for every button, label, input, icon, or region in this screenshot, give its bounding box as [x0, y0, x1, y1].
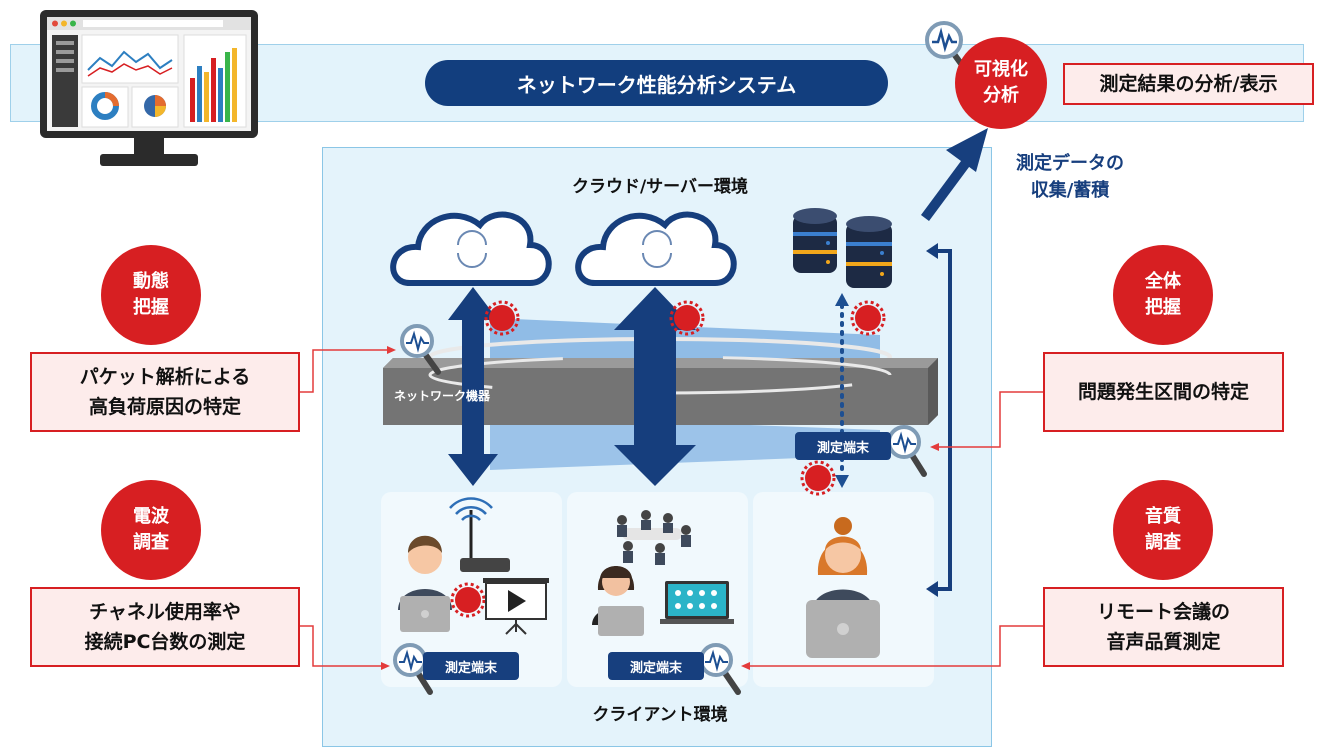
audio-quality-badge: 音質調査 [1113, 480, 1213, 580]
system-title: ネットワーク性能分析システム [425, 60, 888, 106]
database-icon [793, 208, 837, 273]
magnifier-icon [699, 643, 741, 695]
network-device-label: ネットワーク機器 [394, 389, 491, 403]
client-env-label: クライアント環境 [592, 705, 728, 725]
meeting-room-icon [617, 510, 691, 565]
magnifier-icon [887, 425, 927, 477]
dynamic-badge: 動態把握 [101, 245, 201, 345]
terminal-tag: 測定端末 [423, 652, 519, 680]
projector-screen-icon [483, 578, 549, 635]
packet-analysis-box: パケット解析による高負荷原因の特定 [30, 352, 300, 432]
database-icon [846, 216, 892, 288]
collect-label: 測定データの収集/蓄積 [1016, 153, 1124, 201]
person-laptop-icon [398, 535, 452, 632]
double-arrow-icon [614, 287, 696, 486]
cloud-icon [575, 211, 737, 286]
cloud-server-label: クラウド/サーバー環境 [571, 177, 749, 197]
terminal-tag: 測定端末 [608, 652, 704, 680]
channel-usage-box: チャネル使用率や接続PC台数の測定 [30, 587, 300, 667]
radio-survey-badge: 電波調査 [101, 480, 201, 580]
person-headset-icon [592, 566, 644, 636]
visualize-badge: 可視化分析 [955, 37, 1047, 129]
wifi-router-icon [449, 497, 510, 572]
alert-burst-icon [455, 305, 881, 613]
visualize-desc-box: 測定結果の分析/表示 [1063, 63, 1314, 105]
collect-arrow-icon [920, 128, 988, 221]
double-arrow-icon [448, 287, 498, 486]
terminal-tag: 測定端末 [795, 432, 891, 460]
video-conference-laptop-icon [660, 581, 734, 624]
overall-badge: 全体把握 [1113, 245, 1213, 345]
remote-meeting-box: リモート会議の音声品質測定 [1043, 587, 1284, 667]
problem-section-box: 問題発生区間の特定 [1043, 352, 1284, 432]
cloud-icon [390, 211, 552, 286]
magnifier-icon [400, 324, 441, 375]
dashboard-monitor-icon [40, 10, 258, 166]
person-laptop-icon [806, 517, 880, 658]
